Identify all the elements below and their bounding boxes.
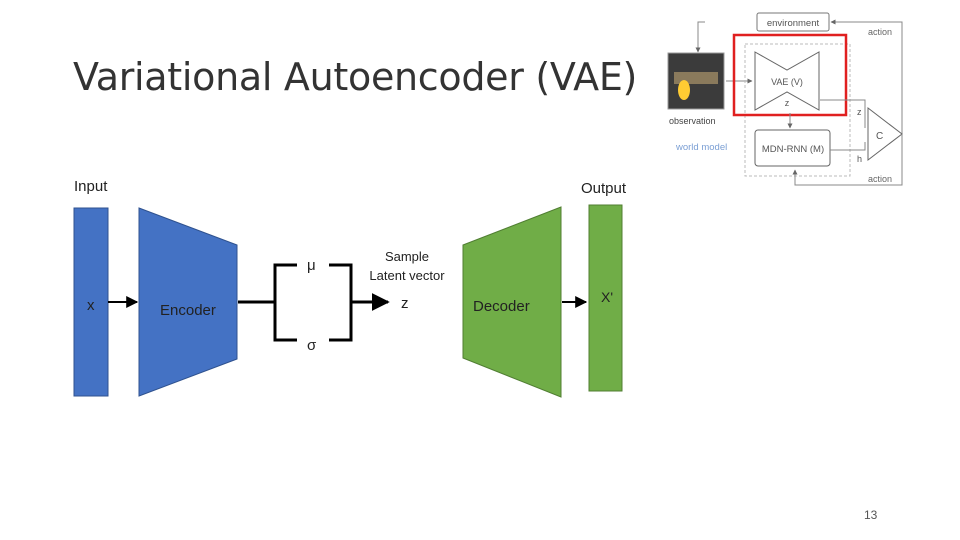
x-prime-label: X' (601, 289, 613, 305)
env-to-obs-line (695, 21, 705, 53)
x-label: x (87, 297, 95, 314)
sample-label-line1: Sample (385, 249, 429, 264)
controller-shape (867, 106, 903, 162)
mu-label: μ (307, 257, 316, 274)
input-label: Input (74, 178, 108, 195)
mdn-rnn-box (754, 129, 831, 167)
encoder-block (138, 207, 238, 397)
world-model-label: world model (675, 142, 727, 153)
sigma-label: σ (307, 337, 317, 354)
observation-label: observation (669, 116, 716, 126)
action-top-label: action (868, 27, 892, 37)
action-loop-top (830, 19, 903, 155)
h-to-controller-line (830, 142, 866, 151)
observation-image-light (678, 80, 690, 100)
page-number: 13 (864, 508, 878, 522)
z-to-controller-line (820, 99, 866, 128)
action-loop-bottom (792, 134, 903, 186)
z-label: z (401, 295, 409, 312)
sample-label-line2: Latent vector (369, 268, 445, 283)
slide-title: Variational Autoencoder (VAE) (73, 55, 638, 99)
controller-label: C (876, 131, 883, 142)
vae-z-label: z (785, 98, 790, 108)
world-model-figure: environment action observation world mod… (667, 12, 903, 186)
mu-branch-line (273, 263, 297, 340)
output-bar (588, 204, 623, 392)
input-bar (73, 207, 109, 397)
action-bottom-label: action (868, 174, 892, 184)
h-right-label: h (857, 154, 862, 164)
decoder-label: Decoder (473, 298, 530, 315)
vae-shape (754, 51, 820, 111)
sigma-branch-line (273, 265, 297, 342)
environment-label: environment (767, 18, 820, 29)
output-label: Output (581, 180, 627, 197)
mdn-rnn-label: MDN-RNN (M) (762, 144, 824, 155)
decoder-block (462, 206, 562, 398)
environment-box (756, 12, 830, 32)
merge-line (329, 263, 353, 342)
world-model-region (744, 43, 851, 177)
encoder-label: Encoder (160, 302, 216, 319)
vae-label: VAE (V) (771, 77, 803, 87)
z-right-label: z (857, 107, 862, 117)
